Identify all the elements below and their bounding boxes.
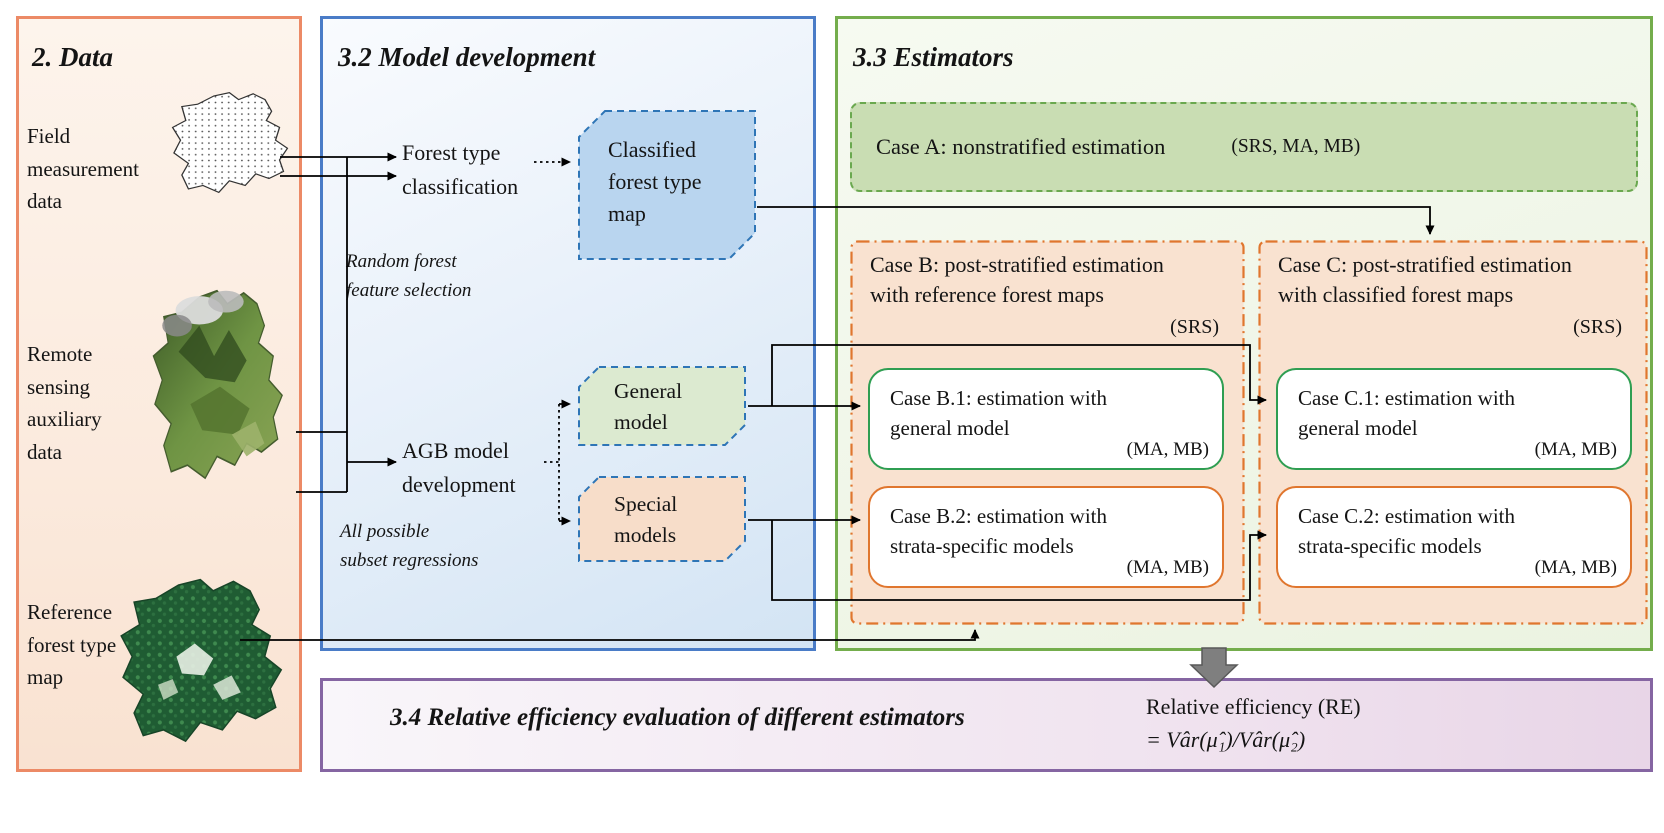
- case-b-box: Case B: post-stratified estimation with …: [850, 240, 1245, 625]
- case-b1-methods: (MA, MB): [1126, 439, 1209, 460]
- case-b2-box: Case B.2: estimation with strata-specifi…: [868, 486, 1224, 588]
- general-model-label: General model: [614, 379, 683, 435]
- special-models-label: Special models: [614, 492, 678, 548]
- reference-map-label: Reference forest type map: [27, 600, 117, 690]
- case-b2-methods: (MA, MB): [1126, 557, 1209, 578]
- classified-forest-map-label: Classified forest type map: [608, 137, 702, 226]
- case-a-label: Case A: nonstratified estimation: [876, 134, 1166, 159]
- agb-model-label: AGB model development: [402, 438, 516, 498]
- evaluation-panel: [320, 678, 1653, 772]
- data-panel-title: 2. Data: [32, 42, 113, 72]
- classified-forest-map-shape: Classified forest type map: [578, 110, 756, 260]
- case-c1-label: Case C.1: estimation with general model: [1298, 386, 1515, 440]
- case-b-methods: (SRS): [1170, 316, 1219, 338]
- case-c2-methods: (MA, MB): [1534, 557, 1617, 578]
- case-a-methods: (SRS, MA, MB): [1231, 136, 1361, 157]
- case-a-box: Case A: nonstratified estimation (SRS, M…: [850, 102, 1638, 192]
- field-data-label: Field measurement data: [27, 124, 139, 214]
- remote-sensing-image: [146, 282, 294, 500]
- model-panel-title: 3.2 Model development: [338, 42, 596, 72]
- reference-forest-map-image: [112, 572, 296, 760]
- evaluation-title: 3.4 Relative efficiency evaluation of di…: [390, 704, 965, 731]
- random-forest-note: Random forest feature selection: [346, 251, 472, 301]
- general-model-shape: General model: [578, 366, 746, 446]
- case-b2-label: Case B.2: estimation with strata-specifi…: [890, 504, 1107, 558]
- case-b-title: Case B: post-stratified estimation with …: [870, 252, 1164, 307]
- remote-sensing-label: Remote sensing auxiliary data: [27, 342, 102, 464]
- case-b1-label: Case B.1: estimation with general model: [890, 386, 1107, 440]
- case-c-box: Case C: post-stratified estimation with …: [1258, 240, 1648, 625]
- case-c1-methods: (MA, MB): [1534, 439, 1617, 460]
- relative-efficiency-block: Relative efficiency (RE) = Vâr(μ̂₁)/Vâr(…: [1146, 690, 1361, 756]
- field-measurement-map-image: [166, 88, 298, 204]
- case-c2-box: Case C.2: estimation with strata-specifi…: [1276, 486, 1632, 588]
- special-models-shape: Special models: [578, 476, 746, 562]
- case-c-title: Case C: post-stratified estimation with …: [1278, 252, 1572, 307]
- case-c1-box: Case C.1: estimation with general model …: [1276, 368, 1632, 470]
- relative-efficiency-formula: = Vâr(μ̂₁)/Vâr(μ̂₂): [1146, 727, 1306, 752]
- case-c-methods: (SRS): [1573, 316, 1622, 338]
- case-c2-label: Case C.2: estimation with strata-specifi…: [1298, 504, 1515, 558]
- subset-regressions-note: All possible subset regressions: [340, 521, 479, 571]
- relative-efficiency-label: Relative efficiency (RE): [1146, 694, 1361, 719]
- forest-classification-label: Forest type classification: [402, 140, 519, 200]
- estimators-panel-title: 3.3 Estimators: [853, 42, 1014, 72]
- case-b1-box: Case B.1: estimation with general model …: [868, 368, 1224, 470]
